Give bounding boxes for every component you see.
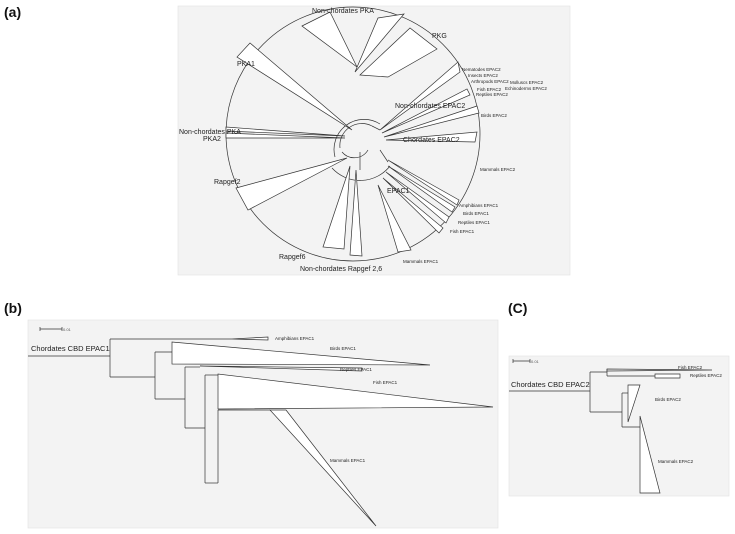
label-nonchordates-pka-top: Non-chordates PKA	[312, 8, 374, 15]
panel-c-tree: 0.01 Chordates CBD EPAC2 Fish EPAC2 Rept…	[508, 355, 730, 497]
clade-b-fish	[217, 373, 494, 410]
clade-rapgef6	[322, 165, 351, 250]
label-nonchordates-rapgef: Non-chordates Rapgef 2,6	[300, 266, 382, 273]
label-insects-epac2: Insects EPAC2	[468, 73, 498, 78]
inner-arc-4	[341, 149, 369, 159]
root-label-b: Chordates CBD EPAC1	[31, 344, 110, 353]
clade-rapgef2	[235, 157, 348, 211]
label-c-birds: Birds EPAC2	[655, 397, 681, 402]
clade-epac1-reptiles	[385, 171, 450, 224]
clade-epac2-fish-reptiles	[381, 88, 471, 134]
inner-arc-3	[331, 165, 391, 181]
label-b-mammals: Mammals EPAC1	[330, 458, 366, 463]
scale-bar-c: 0.01	[512, 359, 540, 364]
panel-c-label: (C)	[508, 300, 528, 316]
clade-pkg	[359, 27, 438, 78]
label-nonchordates-pka-mid: Non-chordates PKA	[179, 129, 241, 136]
label-rapgef2: Rapgef2	[214, 179, 241, 186]
label-fish-epac2: Fish EPAC2	[477, 87, 502, 92]
label-mammals-epac1: Mammals EPAC1	[403, 259, 439, 264]
clade-nonchordates-pka-mid	[225, 126, 346, 137]
panel-b-tree: 0.01 Chordates CBD EPAC1 Amphibians EPAC…	[27, 319, 499, 529]
label-birds-epac1: Birds EPAC1	[463, 211, 489, 216]
label-c-fish: Fish EPAC2	[678, 365, 703, 370]
label-birds-epac2: Birds EPAC2	[481, 113, 507, 118]
clade-epac2-mammals	[385, 131, 478, 143]
clade-c-mammals	[639, 415, 661, 494]
clade-b-birds	[171, 341, 431, 366]
label-b-amphibians: Amphibians EPAC1	[275, 336, 315, 341]
label-reptiles-epac2: Reptiles EPAC2	[476, 92, 508, 97]
label-pkg: PKG	[432, 33, 447, 40]
clade-epac1-mammals	[377, 184, 412, 253]
clade-epac1-birds	[387, 165, 456, 213]
label-b-birds: Birds EPAC1	[330, 346, 356, 351]
root-label-c: Chordates CBD EPAC2	[511, 380, 590, 389]
panel-b-label: (b)	[4, 300, 22, 316]
clade-b-mammals	[269, 409, 377, 527]
label-mammals-epac2: Mammals EPAC2	[480, 167, 516, 172]
clade-c-reptiles	[654, 373, 681, 379]
clade-pka2	[225, 132, 346, 139]
label-epac1: EPAC1	[387, 188, 410, 195]
clade-b-reptiles	[199, 365, 363, 372]
clade-nonchordates-rapgef	[349, 169, 363, 257]
clade-nonchordates-pka-top	[301, 11, 358, 68]
label-pka2: PKA2	[203, 136, 221, 143]
clade-pkg-top	[354, 13, 405, 73]
clade-epac2-birds	[383, 105, 480, 138]
label-nonchordates-epac2: Non-chordates EPAC2	[395, 103, 465, 110]
label-fish-epac1: Fish EPAC1	[450, 229, 475, 234]
label-c-reptiles: Reptiles EPAC2	[690, 373, 722, 378]
panel-c-background	[508, 355, 730, 497]
label-echinoderms-epac2: Echinoderms EPAC2	[505, 86, 547, 91]
stem-2	[371, 125, 381, 131]
clade-c-birds	[627, 384, 641, 423]
scale-label-c: 0.01	[531, 359, 540, 364]
label-molluscs-epac2: Molluscs EPAC2	[510, 80, 544, 85]
label-chordates-epac2: Chordates EPAC2	[403, 137, 460, 144]
clade-pka1	[236, 42, 353, 131]
scale-label-b: 0.01	[63, 327, 72, 332]
clade-epac1-fish	[382, 177, 444, 234]
panel-a-label: (a)	[4, 4, 22, 20]
stem-3	[379, 149, 389, 163]
label-c-mammals: Mammals EPAC2	[658, 459, 694, 464]
label-rapgef6: Rapgef6	[279, 254, 306, 261]
label-pka1: PKA1	[237, 61, 255, 68]
label-reptiles-epac1: Reptiles EPAC1	[458, 220, 490, 225]
label-b-reptiles: Reptiles EPAC1	[340, 367, 372, 372]
label-amphibians-epac1: Amphibians EPAC1	[459, 203, 499, 208]
clade-c-fish	[606, 368, 713, 372]
label-arthropods-epac2: Arthropods EPAC2	[471, 79, 509, 84]
label-b-fish: Fish EPAC1	[373, 380, 398, 385]
panel-a-circular-tree: Non-chordates PKA PKG PKA1 Non-chordates…	[177, 5, 571, 276]
scale-bar-b: 0.01	[39, 327, 72, 332]
clade-epac2-invertebrates	[379, 61, 461, 131]
clade-b-amphibians	[231, 336, 269, 341]
clade-epac1-amphibians	[387, 159, 460, 206]
label-nematodes-epac2: Nematodes EPAC2	[462, 67, 501, 72]
